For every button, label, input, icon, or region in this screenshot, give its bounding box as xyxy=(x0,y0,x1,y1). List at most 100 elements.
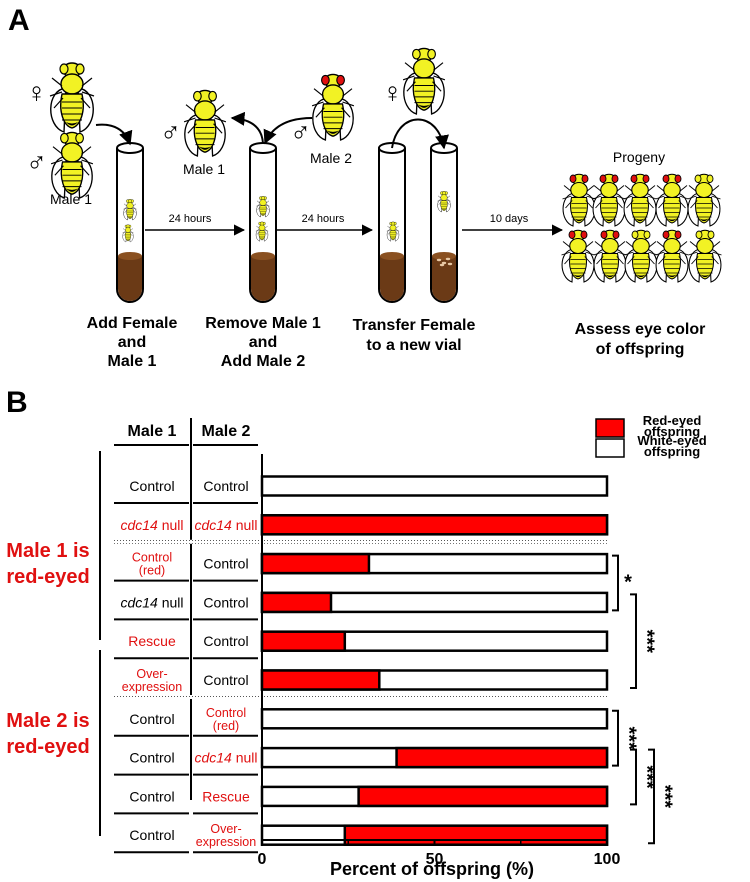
bar-white-eyed xyxy=(260,475,609,497)
fly-male-2 xyxy=(311,73,355,141)
egg xyxy=(439,263,445,267)
col-header-male2: Male 2 xyxy=(202,423,251,440)
step1-line2: and xyxy=(118,334,146,351)
progeny-fly xyxy=(623,173,657,227)
significance-bracket xyxy=(648,748,655,845)
step2-line1: Remove Male 1 xyxy=(205,315,321,332)
fly-in-vial-2b xyxy=(255,221,269,242)
group1-label-line2: red-eyed xyxy=(6,566,89,588)
step2-line2: and xyxy=(249,334,277,351)
genotype-gene: cdc14 xyxy=(120,517,158,533)
legend-swatch-white xyxy=(595,438,625,458)
male1-genotype-line2: expression xyxy=(122,680,182,694)
male1-genotype-line1: Control xyxy=(132,551,172,565)
egg xyxy=(445,257,451,261)
male2-genotype: Control xyxy=(203,594,248,610)
female-symbol-transfer: ♀ xyxy=(382,77,403,108)
bar-red-eyed xyxy=(260,669,381,691)
male2-genotype-line1: Control xyxy=(206,706,246,720)
significance-label: *** xyxy=(636,630,658,654)
male1-removed-label: Male 1 xyxy=(183,161,225,177)
fly-female-transfer xyxy=(402,47,446,115)
arrow-label-1: 24 hours xyxy=(169,213,212,225)
male1-genotype: Control xyxy=(129,827,174,843)
progeny-fly xyxy=(655,229,689,283)
group1-label-line1: Male 1 is xyxy=(6,540,89,562)
male1-genotype: Rescue xyxy=(128,633,176,649)
progeny-fly xyxy=(561,229,595,283)
male1-genotype-line2: (red) xyxy=(139,564,165,578)
step2-line3: Add Male 2 xyxy=(221,353,306,370)
group-divider xyxy=(114,695,608,699)
significance-label: *** xyxy=(636,765,658,789)
egg xyxy=(441,261,447,265)
progeny-fly xyxy=(688,229,722,283)
progeny-fly xyxy=(592,173,626,227)
male2-genotype: cdc14 null xyxy=(194,517,257,533)
male1-genotype: Control xyxy=(129,788,174,804)
fly-female-1 xyxy=(49,62,95,133)
step1-line3: Male 1 xyxy=(108,353,157,370)
fly-male-1 xyxy=(50,131,94,199)
step4-line1: Assess eye color xyxy=(575,321,706,338)
significance-bracket xyxy=(612,709,619,767)
bar-red-eyed xyxy=(260,630,347,652)
fly-in-vial-1b xyxy=(122,224,134,243)
group2-label-line1: Male 2 is xyxy=(6,710,89,732)
arrow-label-2: 24 hours xyxy=(302,213,345,225)
genotype-suffix: null xyxy=(158,594,184,610)
male2-genotype-line2: (red) xyxy=(213,719,239,733)
step3-line2: to a new vial xyxy=(366,337,461,354)
male-symbol-1: ♂ xyxy=(26,147,47,178)
male1-genotype: Control xyxy=(129,750,174,766)
fly-in-vial-3 xyxy=(386,221,400,242)
progeny-fly xyxy=(562,173,596,227)
group-divider xyxy=(114,539,608,544)
progeny-fly xyxy=(687,173,721,227)
vial-rim xyxy=(116,142,144,154)
genotype-suffix: null xyxy=(232,750,258,766)
legend-swatch-red xyxy=(595,418,625,438)
vial-1 xyxy=(116,142,144,303)
step3-line1: Transfer Female xyxy=(353,317,476,334)
male-symbol-2: ♂ xyxy=(290,117,311,148)
male1-genotype-line1: Over- xyxy=(136,667,167,681)
transfer-arrow xyxy=(391,118,449,150)
male1-genotype: Control xyxy=(129,711,174,727)
genotype-gene: cdc14 xyxy=(194,517,232,533)
legend-label: Red-eyed xyxy=(643,413,702,428)
male2-genotype-line2: expression xyxy=(196,835,256,849)
x-tick-label: 50 xyxy=(426,851,444,868)
male1-genotype: Control xyxy=(129,478,174,494)
fly-food xyxy=(251,256,275,301)
panel-b-label: B xyxy=(6,386,28,419)
bar-red-eyed xyxy=(343,824,609,846)
fly-male1-removed xyxy=(183,89,227,157)
x-axis-label: Percent of offspring (%) xyxy=(330,859,534,879)
group2-label-line2: red-eyed xyxy=(6,736,89,758)
male1-label: Male 1 xyxy=(50,191,92,207)
bar-white-eyed xyxy=(260,708,609,730)
fly-food xyxy=(380,256,404,301)
progeny-fly xyxy=(655,173,689,227)
food-surface xyxy=(118,252,142,260)
male2-genotype: Rescue xyxy=(202,788,250,804)
arrow-label-3: 10 days xyxy=(490,213,529,225)
male1-genotype: cdc14 null xyxy=(120,517,183,533)
remove-male1-arrow xyxy=(230,111,264,145)
significance-bracket xyxy=(630,593,637,689)
fly-in-vial-1a xyxy=(123,199,137,221)
female-symbol-1: ♀ xyxy=(26,77,47,108)
bar-red-eyed xyxy=(395,746,609,769)
bar-red-eyed xyxy=(260,552,371,575)
legend-label: offspring xyxy=(644,444,700,459)
genotype-gene: cdc14 xyxy=(194,750,232,766)
step4-line2: of offspring xyxy=(596,341,685,358)
genotype-suffix: null xyxy=(158,517,184,533)
vial-4 xyxy=(430,142,458,303)
add-male2-arrow xyxy=(263,117,313,145)
fly-in-vial-4 xyxy=(437,191,451,213)
add-arrow xyxy=(95,123,133,146)
x-tick-label: 100 xyxy=(594,851,621,868)
